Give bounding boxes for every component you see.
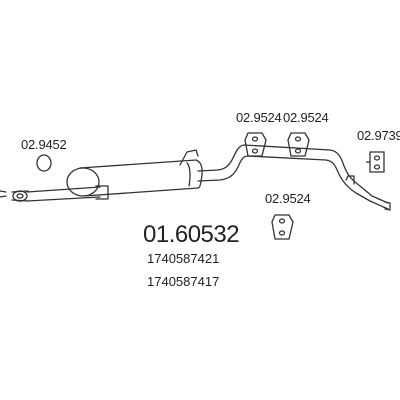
main-part-number: 01.60532	[143, 221, 240, 248]
rubber-hanger-a	[244, 132, 267, 157]
inlet-flange	[0, 190, 29, 202]
oem-number-1: 1740587421	[147, 251, 220, 266]
rubber-hanger-d	[366, 151, 385, 173]
hanger-b-label: 02.9524	[283, 110, 329, 125]
ring-clamp-label: 02.9452	[21, 137, 67, 152]
hanger-d-label: 02.9739	[357, 128, 400, 143]
hanger-a-label: 02.9524	[236, 110, 282, 125]
rubber-hanger-c	[271, 214, 294, 240]
tail-pipe	[197, 144, 391, 211]
inlet-pipe	[26, 185, 109, 202]
ring-clamp-part	[36, 154, 52, 172]
hanger-c-label: 02.9524	[265, 191, 311, 206]
oem-number-2: 1740587417	[147, 274, 220, 289]
rubber-hanger-b	[287, 132, 310, 157]
rear-muffler	[66, 149, 203, 197]
